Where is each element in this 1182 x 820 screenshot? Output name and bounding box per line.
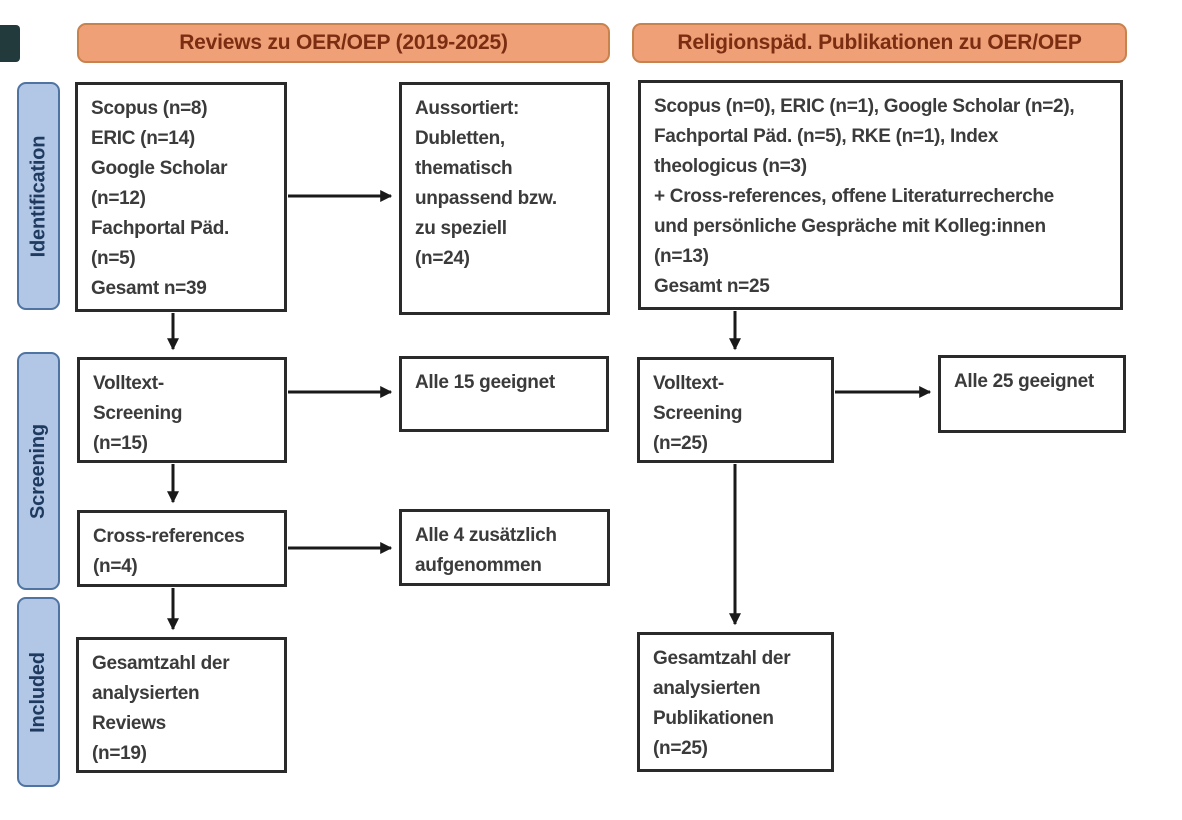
box-right-identification-sources: Scopus (n=0), ERIC (n=1), Google Scholar… [638, 80, 1123, 310]
column-header-religionspaed: Religionspäd. Publikationen zu OER/OEP [632, 23, 1127, 63]
box-text-line: zu speziell [415, 218, 507, 239]
box-text-line: Gesamt n=25 [654, 276, 770, 297]
box-text-line: Scopus (n=8) [91, 98, 208, 119]
box-text-line: aufgenommen [415, 555, 542, 576]
stage-included: Included [17, 597, 60, 787]
box-text-line: Fachportal Päd. [91, 218, 230, 239]
box-text-line: Gesamt n=39 [91, 278, 207, 299]
box-text-line: unpassend bzw. [415, 188, 557, 209]
box-text-line: Aussortiert: [415, 98, 520, 119]
box-text-line: Alle 15 geeignet [415, 372, 555, 393]
box-text-line: ERIC (n=14) [91, 128, 195, 149]
box-text-line: Google Scholar [91, 158, 228, 179]
box-text-line: analysierten [653, 678, 761, 699]
corner-mark [0, 25, 20, 62]
box-text-line: Dubletten, [415, 128, 505, 149]
stage-screening-label: Screening [27, 423, 49, 519]
box-text-line: thematisch [415, 158, 513, 179]
box-text-line: und persönliche Gespräche mit Kolleg:inn… [654, 216, 1046, 237]
box-text-line: (n=12) [91, 188, 146, 209]
box-text-line: Alle 25 geeignet [954, 371, 1094, 392]
box-left-excluded: Aussortiert: Dubletten, thematisch unpassen… [399, 82, 610, 315]
box-text-line: + Cross-references, offene Literaturrech… [654, 186, 1054, 207]
box-text-line: (n=25) [653, 433, 708, 454]
box-text-line: Cross-references [93, 526, 245, 547]
box-text-line: Screening [93, 403, 183, 424]
box-text-line: Gesamtzahl der [653, 648, 791, 669]
box-left-fulltext-screening: Volltext- Screening (n=15) [77, 357, 287, 463]
stage-identification: Identification [17, 82, 60, 310]
box-text-line: (n=24) [415, 248, 470, 269]
stage-identification-label: Identification [27, 135, 49, 257]
box-text-line: (n=19) [92, 743, 147, 764]
stage-screening: Screening [17, 352, 60, 590]
box-text-line: (n=15) [93, 433, 148, 454]
box-left-crossref-result: Alle 4 zusätzlich aufgenommen [399, 509, 610, 586]
box-text-line: Alle 4 zusätzlich [415, 525, 557, 546]
box-text-line: analysierten [92, 683, 200, 704]
box-text-line: Publikationen [653, 708, 774, 729]
stage-included-label: Included [27, 651, 50, 733]
box-right-fulltext-result: Alle 25 geeignet [938, 355, 1126, 433]
box-text-line: theologicus (n=3) [654, 156, 807, 177]
box-text-line: (n=13) [654, 246, 709, 267]
column-header-reviews: Reviews zu OER/OEP (2019-2025) [77, 23, 610, 63]
box-text-line: Volltext- [653, 373, 724, 394]
box-text-line: Gesamtzahl der [92, 653, 230, 674]
box-left-fulltext-result: Alle 15 geeignet [399, 356, 609, 432]
box-right-fulltext-screening: Volltext- Screening (n=25) [637, 357, 834, 463]
box-text-line: (n=5) [91, 248, 136, 269]
box-text-line: (n=25) [653, 738, 708, 759]
box-left-identification-sources: Scopus (n=8) ERIC (n=14) Google Scholar (n=… [75, 82, 287, 312]
box-text-line: (n=4) [93, 556, 138, 577]
box-text-line: Screening [653, 403, 743, 424]
box-text-line: Reviews [92, 713, 166, 734]
box-text-line: Scopus (n=0), ERIC (n=1), Google Scholar… [654, 96, 1075, 117]
box-text-line: Volltext- [93, 373, 164, 394]
box-text-line: Fachportal Päd. (n=5), RKE (n=1), Index [654, 126, 999, 147]
box-left-crossreferences: Cross-references (n=4) [77, 510, 287, 587]
